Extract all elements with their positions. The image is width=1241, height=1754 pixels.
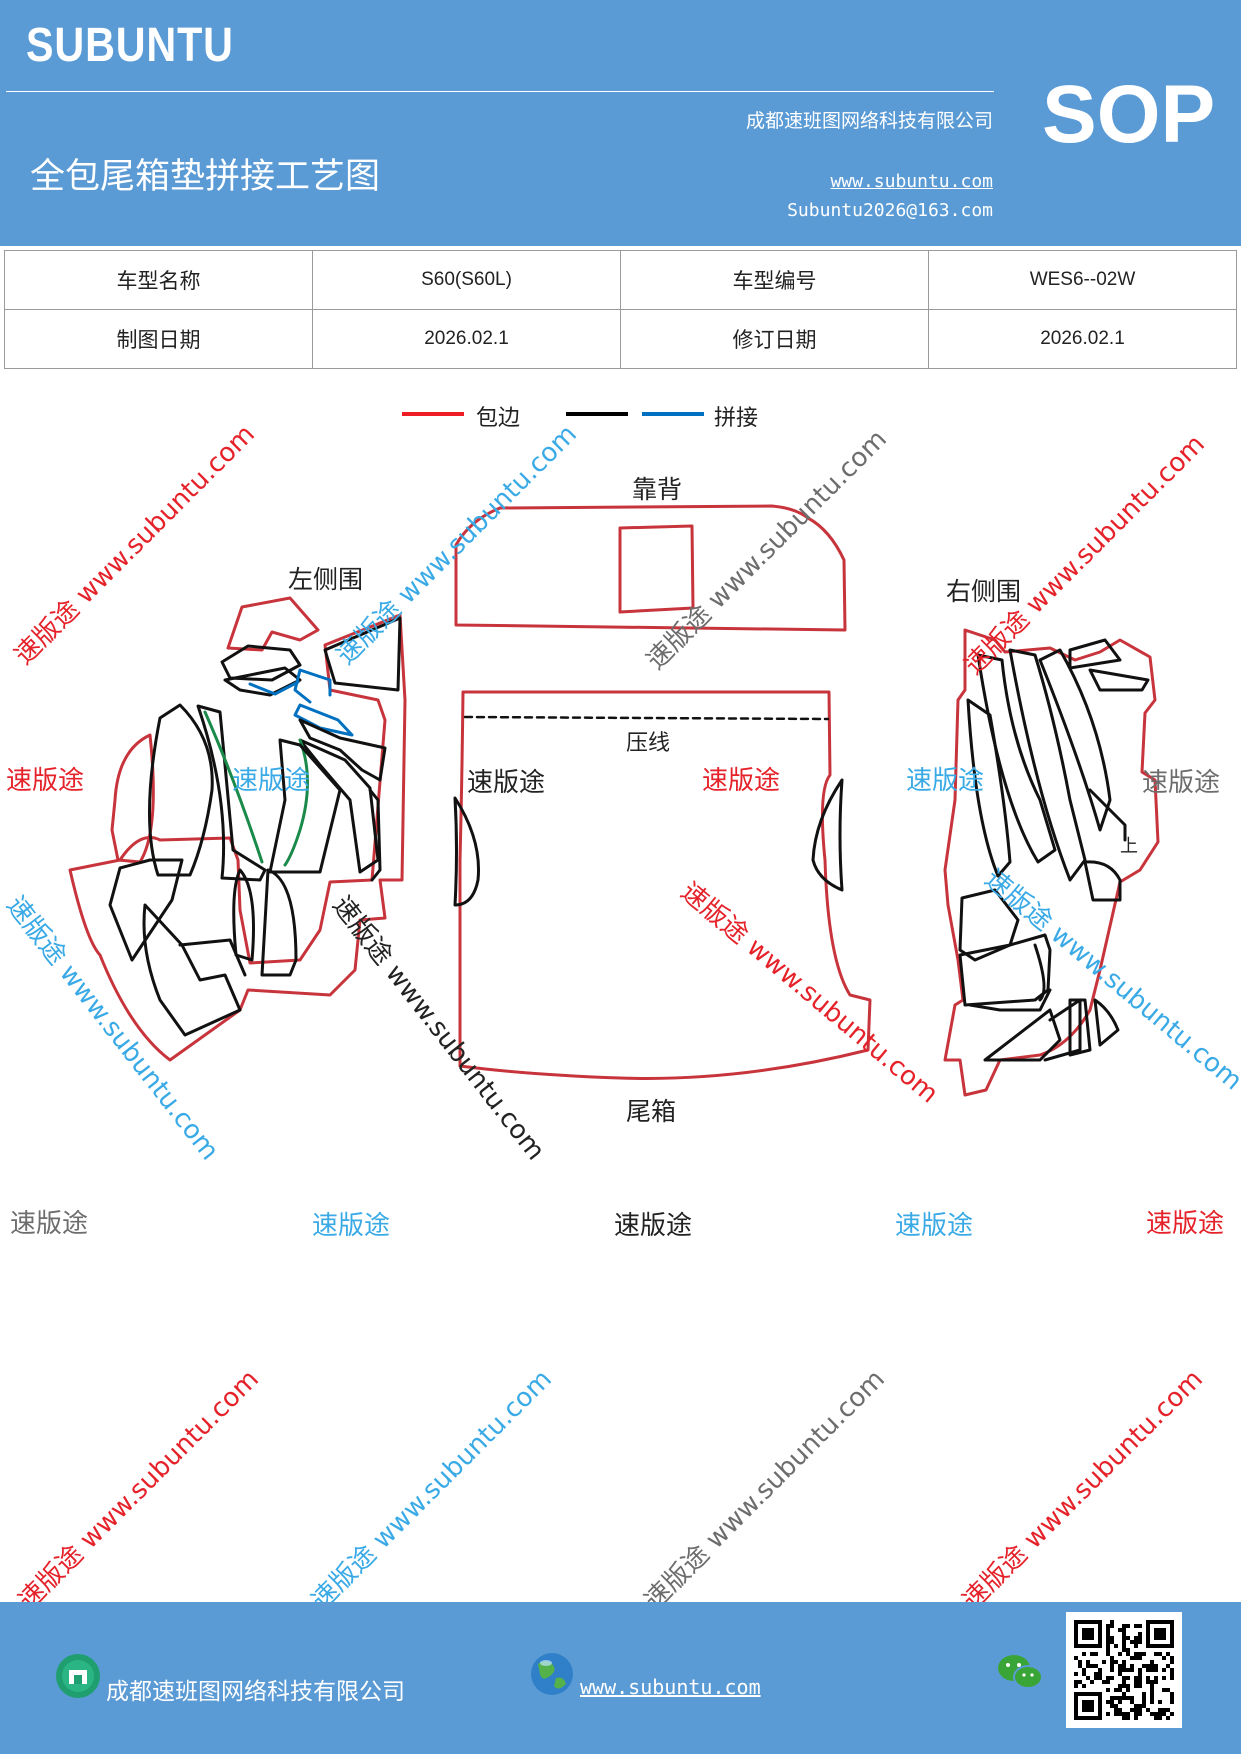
trunk-right-flap bbox=[811, 778, 844, 892]
page-footer: 成都速班图网络科技有限公司 www.subuntu.com bbox=[0, 1602, 1241, 1754]
legend-label-edge: 包边 bbox=[476, 406, 521, 431]
legend-swatch-red bbox=[402, 412, 464, 416]
watermark: 速版途 bbox=[467, 768, 546, 798]
watermark: 速版途 bbox=[6, 766, 85, 796]
label-trunk: 尾箱 bbox=[626, 1097, 677, 1126]
backrest-cutout bbox=[618, 524, 695, 614]
label-model-code: 车型编号 bbox=[620, 250, 929, 310]
backrest-piece bbox=[454, 504, 847, 632]
watermark: 速版途 bbox=[702, 766, 781, 796]
watermark: 速版途 bbox=[614, 1211, 693, 1241]
vehicle-info-table: 车型名称 S60(S60L) 车型编号 WES6--02W 制图日期 2026.… bbox=[4, 250, 1237, 369]
company-icon bbox=[56, 1654, 100, 1698]
right-side-panel bbox=[943, 628, 1160, 1097]
table-row: 制图日期 2026.02.1 修订日期 2026.02.1 bbox=[4, 309, 1237, 369]
watermark: 速版途 bbox=[10, 1209, 89, 1239]
label-right-side: 右侧围 bbox=[946, 577, 1022, 606]
qr-code bbox=[1066, 1612, 1182, 1728]
label-model-name: 车型名称 bbox=[4, 250, 313, 310]
footer-company: 成都速班图网络科技有限公司 bbox=[106, 1679, 405, 1705]
brand-logo-text: SUBUNTU bbox=[26, 19, 234, 72]
watermark: 速版途 bbox=[312, 1211, 391, 1241]
left-side-panel bbox=[68, 596, 407, 1062]
wechat-icon bbox=[998, 1655, 1043, 1689]
label-left-side: 左侧围 bbox=[288, 565, 364, 594]
trunk-left-flap bbox=[453, 796, 480, 907]
footer-website-link[interactable]: www.subuntu.com bbox=[580, 1675, 761, 1699]
header-website-link[interactable]: www.subuntu.com bbox=[830, 171, 993, 192]
label-draw-date: 制图日期 bbox=[4, 309, 313, 369]
crease-line bbox=[463, 715, 830, 721]
value-draw-date: 2026.02.1 bbox=[312, 309, 621, 369]
label-up-mark: 上 bbox=[1120, 836, 1138, 857]
header-email[interactable]: Subuntu2026@163.com bbox=[787, 200, 993, 221]
legend-swatch-black bbox=[566, 412, 628, 416]
value-model-name: S60(S60L) bbox=[312, 250, 621, 310]
globe-icon bbox=[531, 1653, 573, 1695]
trunk-floor-piece bbox=[458, 690, 872, 1080]
watermark: 速版途 bbox=[1146, 1209, 1225, 1239]
legend: 包边 拼接 bbox=[0, 400, 1241, 440]
label-revision-date: 修订日期 bbox=[620, 309, 929, 369]
watermark: 速版途 bbox=[906, 766, 985, 796]
watermark: 速版途 bbox=[895, 1211, 974, 1241]
value-revision-date: 2026.02.1 bbox=[928, 309, 1237, 369]
header-company: 成都速班图网络科技有限公司 bbox=[745, 110, 993, 132]
watermark: 速版途 bbox=[232, 766, 311, 796]
header-divider bbox=[6, 91, 994, 92]
legend-swatch-blue bbox=[642, 412, 704, 416]
document-title: 全包尾箱垫拼接工艺图 bbox=[30, 157, 381, 197]
watermark: 速版途 bbox=[1142, 768, 1221, 798]
label-backrest: 靠背 bbox=[632, 475, 683, 504]
legend-label-splice: 拼接 bbox=[714, 406, 759, 431]
sop-label: SOP bbox=[1042, 69, 1216, 160]
page-header: SUBUNTU 成都速班图网络科技有限公司 全包尾箱垫拼接工艺图 www.sub… bbox=[0, 0, 1241, 246]
label-crease: 压线 bbox=[626, 731, 671, 756]
